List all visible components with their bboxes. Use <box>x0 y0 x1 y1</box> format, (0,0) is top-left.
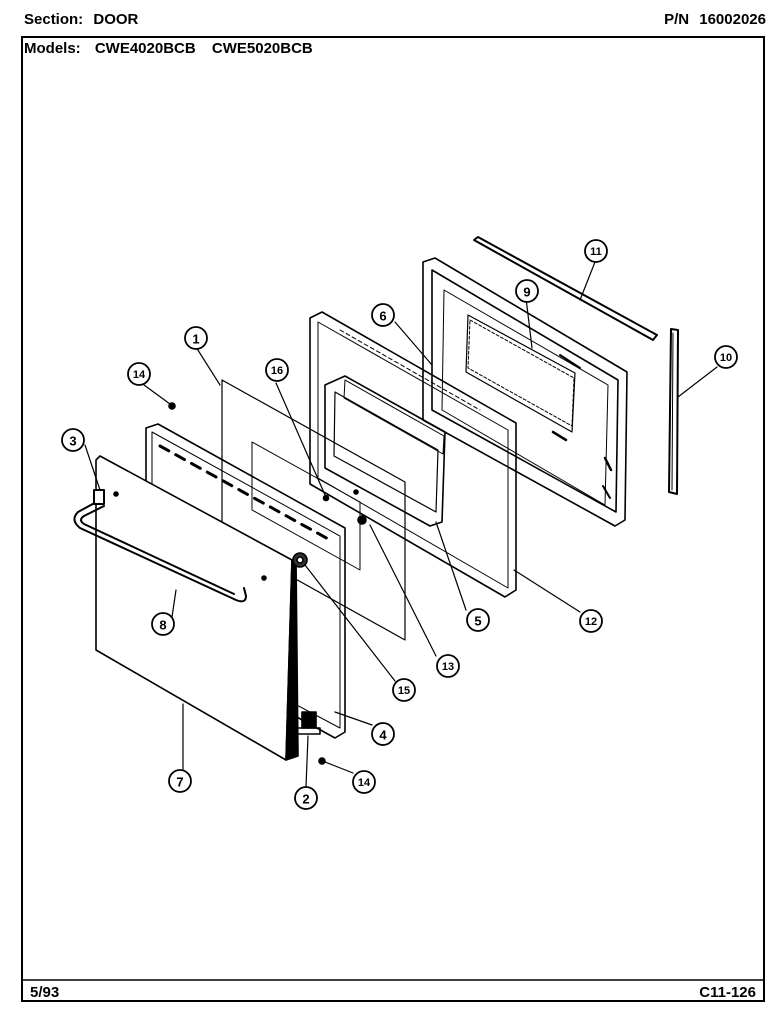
part-6-inner-panel <box>309 311 517 598</box>
callout-4: 4 <box>379 728 387 743</box>
callout-9: 9 <box>523 285 530 300</box>
model-1: CWE4020BCB <box>94 40 196 57</box>
part-8-handle <box>73 489 247 603</box>
callout-5: 5 <box>474 614 481 629</box>
callout-circles <box>61 239 738 810</box>
callout-14-top: 14 <box>133 369 146 381</box>
models-line: Models: CWE4020BCB CWE5020BCB <box>24 40 313 57</box>
callout-16: 16 <box>271 365 283 377</box>
callout-3: 3 <box>69 434 76 449</box>
part-10-side-trim <box>668 328 679 495</box>
callout-14-bottom: 14 <box>358 777 371 789</box>
model-2: CWE5020BCB <box>211 40 313 57</box>
footer-date: 5/93 <box>30 984 60 1001</box>
section-label: Section: <box>24 11 84 28</box>
part-11-top-trim <box>473 236 658 341</box>
callout-10: 10 <box>720 352 732 364</box>
callout-8: 8 <box>159 618 166 633</box>
part-5-window-frame <box>324 375 446 527</box>
footer-page-code: C11-126 <box>699 984 756 1001</box>
callout-15: 15 <box>398 685 410 697</box>
section-value: DOOR <box>93 11 139 28</box>
part-14-screws <box>168 402 326 765</box>
part-number: P/N 16002026 <box>664 11 766 28</box>
part-7-outer-panel <box>95 455 299 761</box>
leader-lines <box>84 261 718 788</box>
part-1-insulation <box>221 379 406 641</box>
part-number-label: P/N <box>664 11 690 28</box>
callout-12: 12 <box>585 616 597 628</box>
part-15-button <box>292 552 308 568</box>
part-9-window <box>467 319 575 427</box>
callout-11: 11 <box>590 246 602 258</box>
callout-2: 2 <box>302 792 309 807</box>
callout-1: 1 <box>192 332 199 347</box>
section-header: Section: DOOR <box>24 11 138 28</box>
part-number-value: 16002026 <box>699 11 766 28</box>
part-2-hinge <box>295 711 321 735</box>
callout-7: 7 <box>176 775 183 790</box>
callout-13: 13 <box>442 661 454 673</box>
part-13-fastener <box>357 515 367 525</box>
models-label: Models: <box>24 40 81 57</box>
callout-6: 6 <box>379 309 386 324</box>
diagram-frame <box>21 36 765 1002</box>
